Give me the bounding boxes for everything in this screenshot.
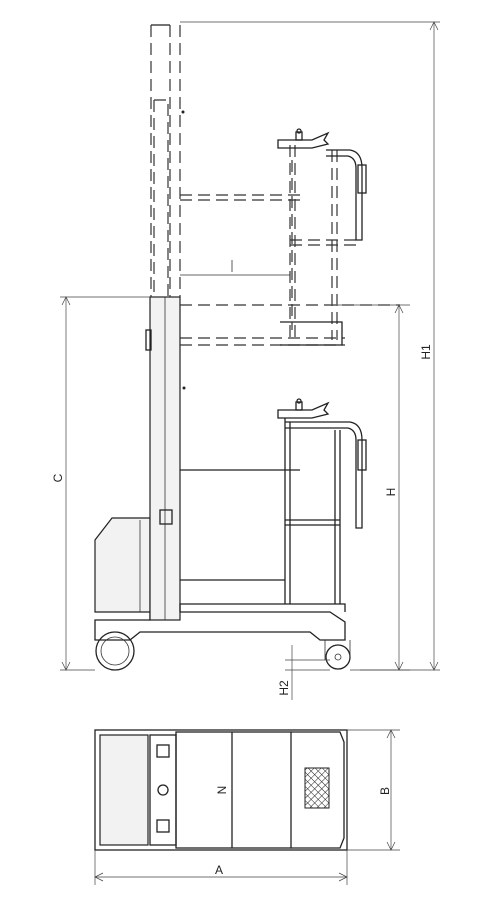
rear-wheel <box>95 631 135 671</box>
guard-rail <box>284 418 363 604</box>
label-a: A <box>215 863 223 877</box>
platform-floor <box>179 603 346 612</box>
top-view <box>94 729 400 885</box>
caster-wheel <box>325 644 351 670</box>
label-h: H <box>384 488 398 497</box>
control-console <box>277 401 330 419</box>
battery-box <box>94 517 151 613</box>
label-n: N <box>215 786 229 795</box>
mesh-panel <box>304 767 330 809</box>
label-b: B <box>378 787 392 795</box>
dimensions-side <box>60 21 440 700</box>
label-h1: H1 <box>419 344 433 360</box>
top-outline <box>94 729 348 851</box>
side-view <box>94 296 367 671</box>
label-c: C <box>51 473 65 482</box>
chassis-base <box>94 611 346 641</box>
label-h2: H2 <box>277 680 291 696</box>
raised-position <box>150 24 400 346</box>
